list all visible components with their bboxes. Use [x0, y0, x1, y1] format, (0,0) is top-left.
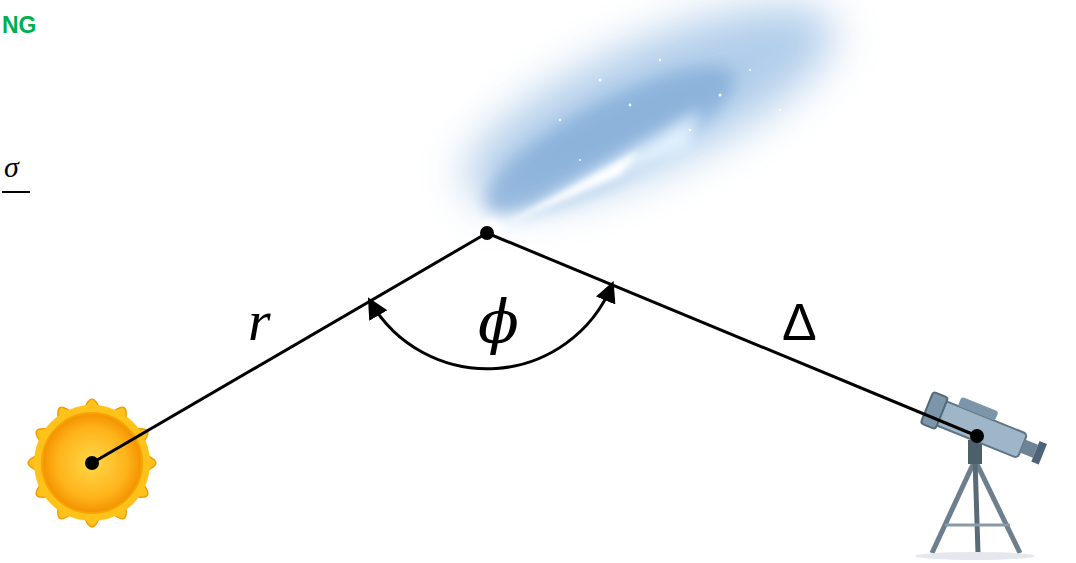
telescope [915, 386, 1051, 560]
angle-arc [370, 285, 612, 369]
fraction-bar [2, 191, 30, 193]
comet [442, 0, 858, 243]
symbol-label: σ [4, 152, 19, 182]
angle-label: ϕ [478, 292, 519, 352]
geometry-lines [85, 226, 984, 470]
distance-label: Δ [782, 296, 817, 348]
heading-fragment: NG [2, 14, 37, 37]
distance-label: r [248, 292, 271, 350]
sun [28, 399, 156, 527]
